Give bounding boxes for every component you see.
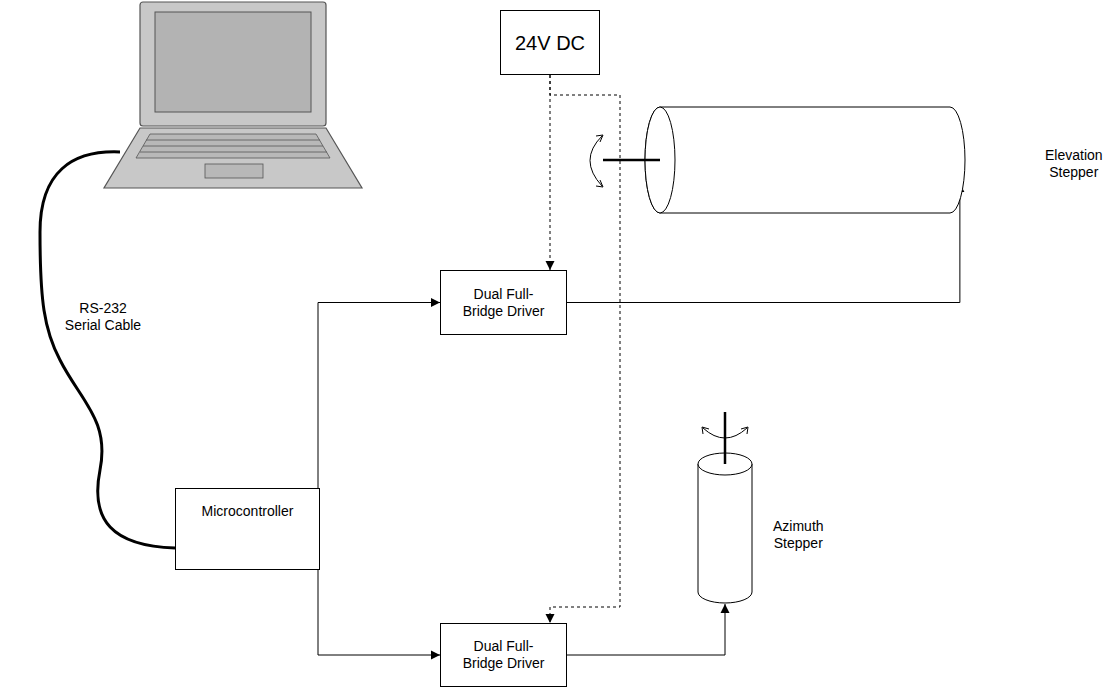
connector-line	[550, 75, 551, 270]
power-supply-box: 24V DC	[500, 10, 600, 75]
node-label: 24V DC	[515, 31, 585, 55]
driver-box: Dual Full- Bridge Driver	[440, 270, 567, 335]
arrowhead	[431, 651, 440, 660]
motor-label: Azimuth Stepper	[773, 518, 824, 552]
node-label: Dual Full- Bridge Driver	[458, 286, 550, 320]
laptop-illustration	[104, 2, 362, 188]
microcontroller-box: Microcontroller	[175, 488, 320, 570]
serial-cable	[40, 152, 175, 548]
connector	[567, 604, 730, 655]
arrowhead	[721, 604, 730, 613]
connector	[546, 75, 555, 270]
connector	[318, 298, 440, 488]
connector-line	[550, 75, 620, 623]
azimuth-stepper-motor: Azimuth Stepper	[697, 452, 753, 604]
rotation-arrow	[590, 135, 603, 187]
elevation-stepper-motor: Elevation Stepper	[645, 105, 965, 215]
motor-label: Elevation Stepper	[1045, 147, 1103, 181]
connector-line	[567, 604, 725, 655]
connector-line	[318, 570, 440, 655]
node-label: Dual Full- Bridge Driver	[458, 638, 550, 672]
cylinder-outline	[697, 452, 753, 604]
connector-line	[318, 303, 440, 489]
arrowhead	[546, 261, 555, 270]
connector	[318, 570, 440, 660]
driver-box: Dual Full- Bridge Driver	[440, 623, 567, 687]
arrowhead	[546, 614, 555, 623]
node-label: Microcontroller	[202, 503, 294, 520]
connector	[546, 75, 621, 623]
arrowhead	[431, 298, 440, 307]
cylinder-outline	[645, 105, 965, 215]
cable-label: RS-232 Serial Cable	[62, 300, 144, 334]
